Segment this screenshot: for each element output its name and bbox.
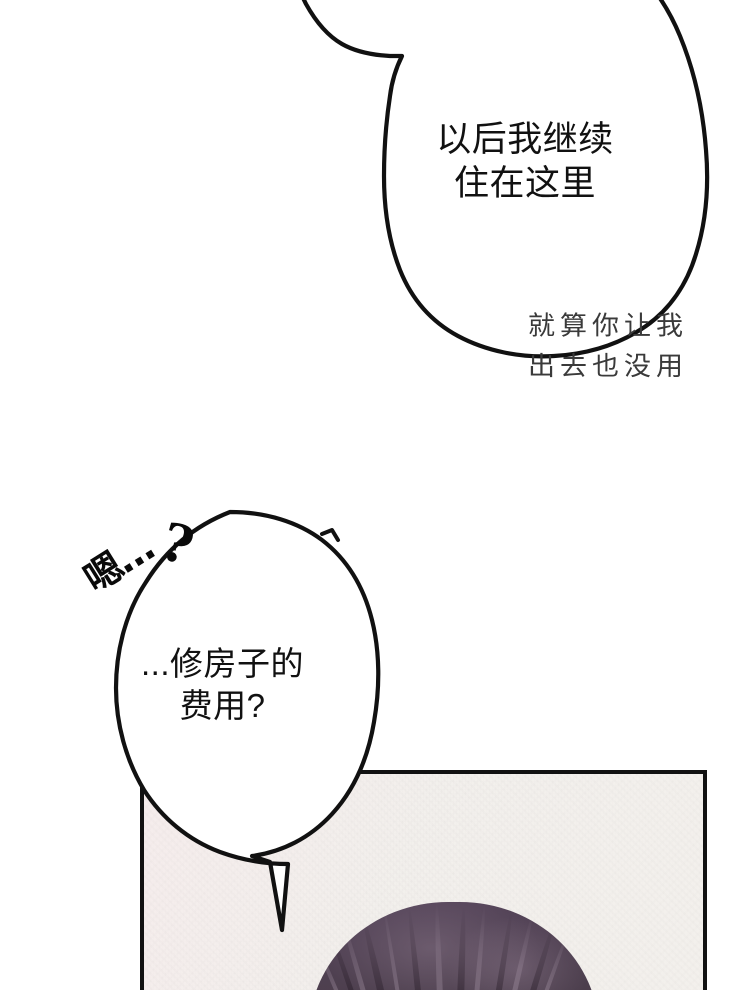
speech-bubble-1-text: 以后我继续住在这里	[395, 118, 655, 206]
bubble-1-line-2: 住在这里	[453, 163, 596, 203]
bubble-2-line-1: ...修房子的	[140, 645, 304, 682]
outside-narration-text: 就算你让我出去也没用	[528, 307, 728, 387]
bubble-1-line-1: 以后我继续	[436, 120, 614, 159]
narration-line-2: 出去也没用	[528, 351, 688, 382]
speech-bubble-2	[113, 509, 381, 933]
speech-bubble-1	[301, 0, 710, 359]
speech-bubble-2-text: ...修房子的费用?	[95, 643, 350, 726]
narration-line-1: 就算你让我	[528, 311, 688, 342]
bubble-2-line-2: 费用?	[179, 686, 266, 724]
